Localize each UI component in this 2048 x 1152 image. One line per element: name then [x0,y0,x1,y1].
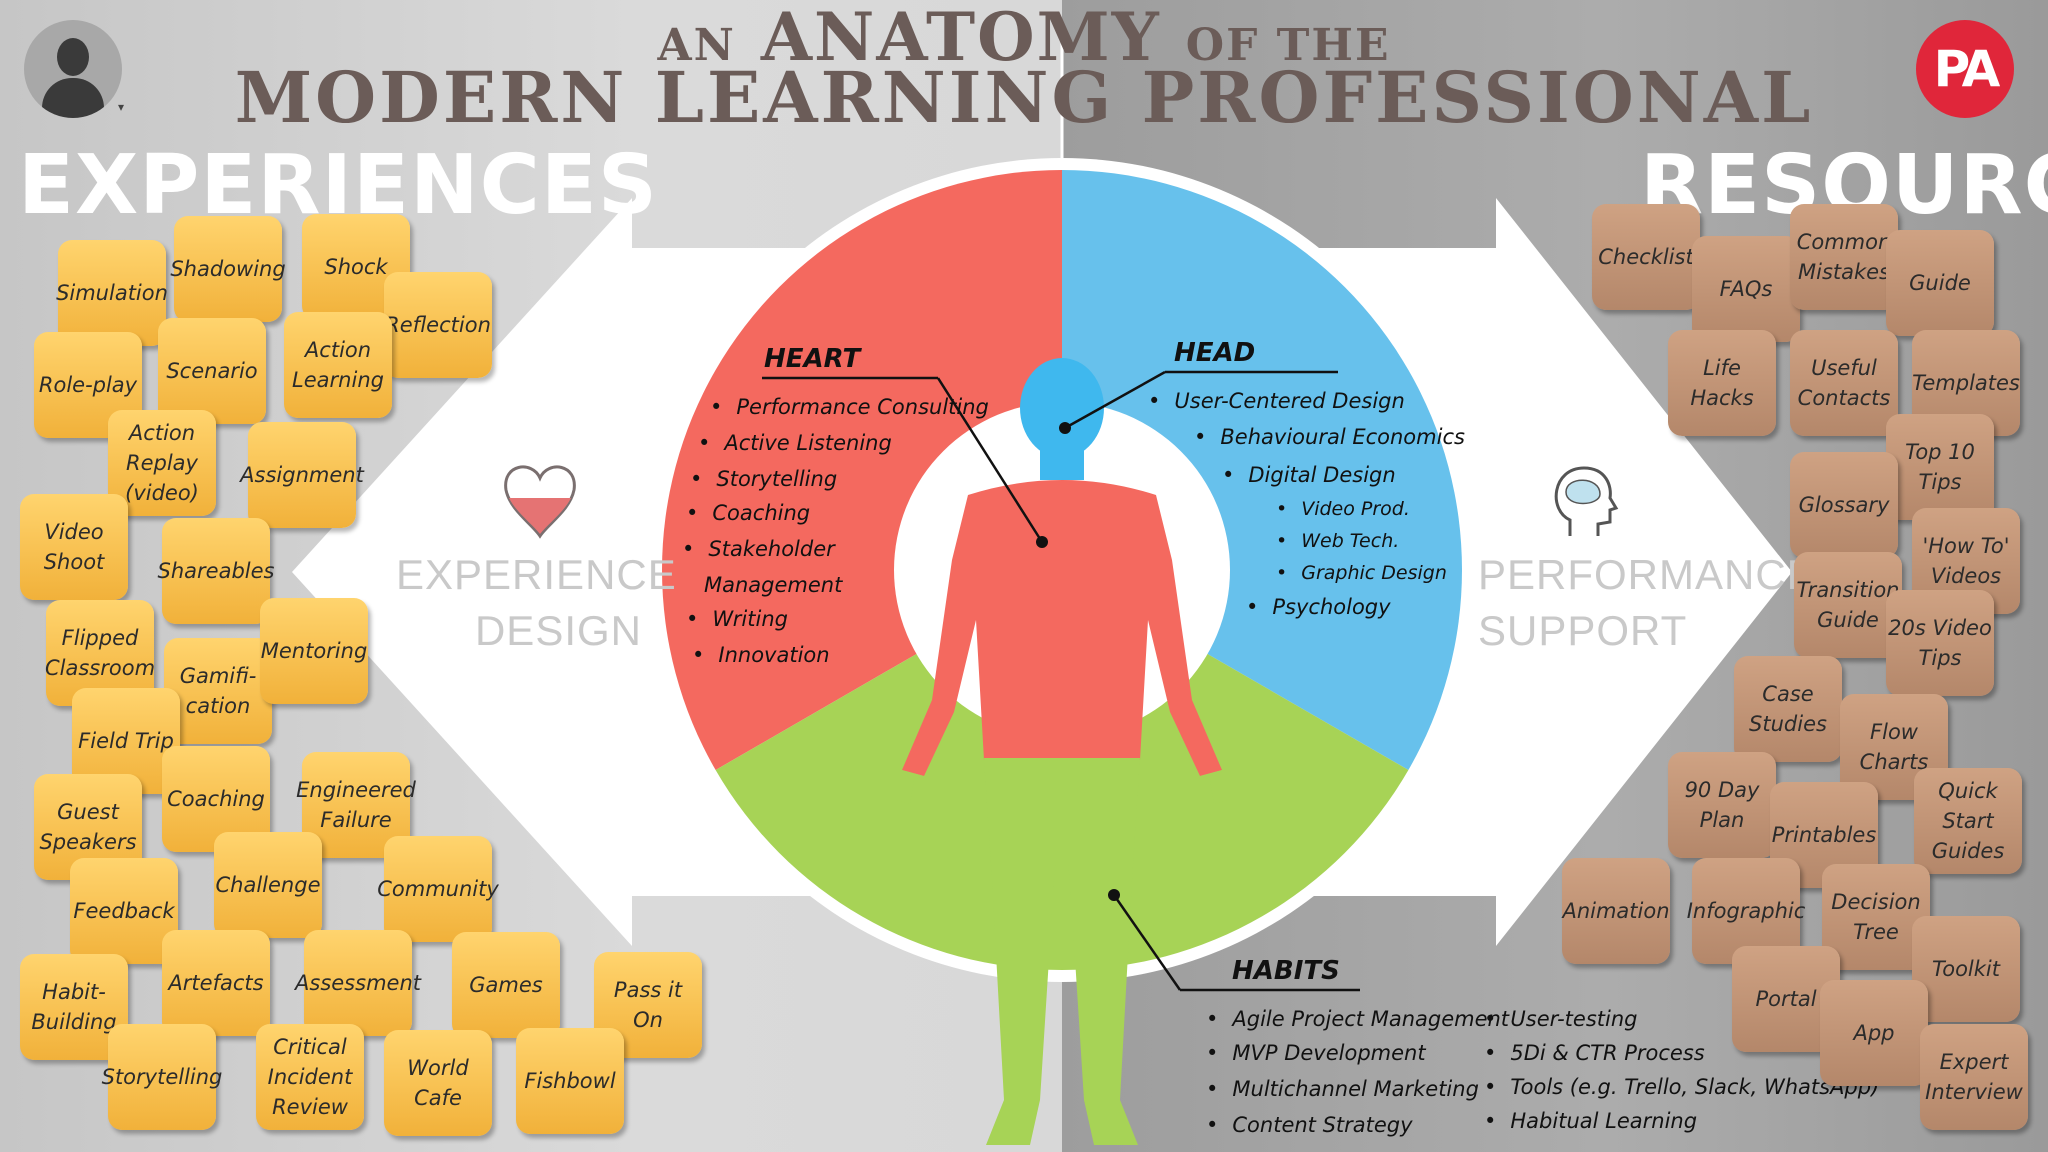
experience-tile[interactable]: Shareables [158,518,274,624]
experience-tile[interactable]: Artefacts [162,930,270,1036]
experience-tile[interactable]: Feedback [70,858,178,964]
experience-tile[interactable]: Mentoring [260,598,368,704]
heart-item: Innovation [692,642,829,668]
heart-item: Storytelling [690,466,837,492]
experience-tile[interactable]: Shadowing [170,216,286,322]
heart-item: Coaching [686,500,810,526]
heart-item: Active Listening [698,430,891,456]
experience-tile[interactable]: Fishbowl [516,1028,624,1134]
head-item: Behavioural Economics [1194,424,1465,450]
heart-label: HEART [764,344,861,374]
title-line-2: MODERN LEARNING PROFESSIONAL [234,56,1814,139]
experience-tile[interactable]: Assessment [295,930,421,1036]
experience-tile[interactable]: Pass it On [594,952,702,1058]
title-line-1: AN ANATOMY OF THE [657,0,1391,76]
heart-item: Writing [686,606,788,632]
resource-tile[interactable]: Transition Guide [1794,552,1902,658]
pa-logo: PA [1916,20,2014,118]
experience-tile[interactable]: Challenge [214,832,322,938]
resource-tile[interactable]: Checklist [1592,204,1700,310]
experience-tile[interactable]: Gamifi-cation [164,638,272,744]
resource-tile[interactable]: 20s Video Tips [1886,590,1994,696]
resource-tile[interactable]: Guide [1886,230,1994,336]
habits-item: Habitual Learning [1484,1108,1697,1134]
experience-tile[interactable]: Simulation [56,240,168,346]
experience-tile[interactable]: Video Shoot [20,494,128,600]
head-item: Web Tech. [1276,528,1399,554]
heart-icon [504,465,576,539]
head-item: Digital Design [1222,462,1395,488]
head-item: User-Centered Design [1148,388,1404,414]
resource-tile[interactable]: Glossary [1790,452,1898,558]
user-avatar-icon[interactable] [24,20,122,118]
resource-tile[interactable]: Top 10 Tips [1886,414,1994,520]
experience-design-label: EXPERIENCE DESIGN [396,551,677,654]
resource-tile[interactable]: FAQs [1692,236,1800,342]
habits-item: Tools (e.g. Trello, Slack, WhatsApp) [1484,1074,1879,1100]
resource-tile[interactable]: 90 Day Plan [1668,752,1776,858]
heart-item: Stakeholder [682,536,834,562]
head-item: Video Prod. [1276,496,1410,522]
head-item: Graphic Design [1276,560,1447,586]
head-item: Psychology [1246,594,1390,620]
habits-label: HABITS [1232,956,1340,986]
experience-tile[interactable]: Scenario [158,318,266,424]
resource-tile[interactable]: Case Studies [1734,656,1842,762]
experience-tile[interactable]: Community [377,836,499,942]
resource-tile[interactable]: Expert Interview [1920,1024,2028,1130]
resource-tile[interactable]: App [1820,980,1928,1086]
human-figure [896,358,1228,1145]
performance-support-label: PERFORMANCE SUPPORT [1478,551,1816,654]
resource-tile[interactable]: Toolkit [1912,916,2020,1022]
resource-tile[interactable]: Animation [1562,858,1670,964]
experience-tile[interactable]: Action Learning [284,312,392,418]
experience-tile[interactable]: Flipped Classroom [45,600,155,706]
resource-tile[interactable]: Useful Contacts [1790,330,1898,436]
heart-item: Performance Consulting [710,394,988,420]
experience-tile[interactable]: Critical Incident Review [256,1024,364,1130]
experience-tile[interactable]: Games [452,932,560,1038]
habits-item: 5Di & CTR Process [1484,1040,1704,1066]
heart-item-continued: Management [704,573,843,597]
experience-tile[interactable]: World Cafe [384,1030,492,1136]
resource-tile[interactable]: Life Hacks [1668,330,1776,436]
habits-item: User-testing [1484,1006,1637,1032]
experience-tile[interactable]: Assignment [240,422,364,528]
chevron-down-icon[interactable]: ▾ [118,100,125,114]
habits-item: Multichannel Marketing [1206,1076,1479,1102]
head-brain-icon [1554,466,1619,536]
habits-item: Agile Project Management [1206,1006,1509,1032]
experience-tile[interactable]: Storytelling [102,1024,222,1130]
head-label: HEAD [1174,338,1256,368]
resource-tile[interactable]: Quick Start Guides [1914,768,2022,874]
resource-tile[interactable]: Common Mistakes [1790,204,1898,310]
habits-item: Content Strategy [1206,1112,1412,1138]
experience-tile[interactable]: Reflection [384,272,492,378]
experience-tile[interactable]: Action Replay (video) [108,410,216,516]
habits-item: MVP Development [1206,1040,1425,1066]
